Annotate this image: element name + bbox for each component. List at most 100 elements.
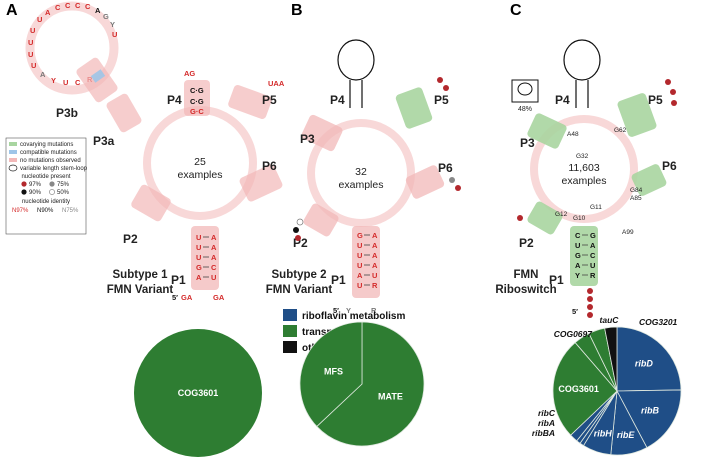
- p2-loop-dot: [517, 215, 523, 221]
- p5-loop-dot: [665, 79, 671, 85]
- pie-label: tauC: [600, 315, 620, 325]
- legend-covarying: covarying mutations: [20, 142, 73, 148]
- p4-nt: G·C: [190, 107, 204, 116]
- panel-a-count-label: examples: [178, 169, 223, 181]
- p2-loop-dot: [296, 218, 304, 226]
- pie-label: COG0697: [554, 329, 594, 339]
- p1-label: P1: [331, 273, 346, 287]
- pie-label: ribA: [538, 418, 555, 428]
- p5-stem-highlight: [617, 93, 657, 137]
- pie-slice: [299, 321, 363, 428]
- loop-nt: C: [65, 1, 71, 10]
- p1-nt-3p: R: [590, 271, 596, 280]
- panel-b-letter: B: [291, 2, 303, 19]
- pie-label: ribC: [538, 408, 556, 418]
- panel-c-caption-line2: Riboswitch: [495, 284, 556, 296]
- p1-stem-highlight: [570, 226, 598, 286]
- p6-label: P6: [262, 159, 277, 173]
- p1-stem-highlight: [352, 226, 380, 298]
- no-mutations-swatch: [9, 158, 17, 162]
- compatible-swatch: [9, 150, 17, 154]
- p1-label: P1: [171, 273, 186, 287]
- p5-loop-dot: [671, 100, 677, 106]
- pie-label: ribD: [635, 359, 654, 369]
- p3b-label: P3b: [56, 106, 78, 120]
- tail-dot: [587, 296, 593, 302]
- p1-nt-3p: C: [590, 251, 596, 260]
- loop-nt: U: [30, 26, 35, 35]
- position-label: A85: [630, 195, 642, 202]
- p2-stem-highlight: [303, 203, 339, 237]
- pie-label: ribE: [617, 430, 636, 440]
- panel-a-letter: A: [6, 2, 18, 19]
- p3-stem-highlight: [527, 113, 567, 149]
- p5-loop-dot: [437, 77, 443, 83]
- p1-nt-5p: U: [196, 253, 201, 262]
- panel-b-caption-line1: Subtype 2: [272, 269, 327, 281]
- five-prime-label: 5′: [572, 307, 578, 316]
- tail-dot: [587, 312, 593, 318]
- p3a-label: P3a: [93, 134, 115, 148]
- position-label: G11: [590, 204, 602, 211]
- p2-loop-dot: [293, 227, 299, 233]
- panel-a-count: 25: [194, 156, 206, 168]
- position-label: G12: [555, 211, 568, 218]
- p1-nt-5p: U: [357, 281, 362, 290]
- p4-label: P4: [555, 93, 570, 107]
- p5-stem-highlight: [395, 87, 433, 129]
- legend-identity-title: nucleotide identity: [22, 199, 70, 205]
- p3-loop-percent: 48%: [518, 106, 532, 113]
- pie-label: COG3601: [178, 388, 219, 398]
- p1-nt-3p: A: [372, 241, 378, 250]
- legend: covarying mutations compatible mutations…: [5, 137, 88, 235]
- p3b-compatible-pair: [90, 69, 106, 83]
- dot-97: [21, 181, 27, 187]
- position-label: G84: [630, 187, 643, 194]
- loop-nt: U: [63, 78, 68, 87]
- p1-nt-5p: U: [575, 241, 580, 250]
- pie-label: COG3601: [558, 384, 599, 394]
- pie-slice: [316, 321, 425, 447]
- p4-variable-loop: [563, 39, 601, 81]
- panel-c-caption-line1: FMN: [514, 269, 539, 281]
- pie-label: MATE: [378, 391, 403, 401]
- panel-c-letter: C: [510, 2, 522, 19]
- three-prime-seq: GA: [213, 293, 225, 302]
- dot-90: [21, 189, 27, 195]
- dot-50: [49, 189, 55, 195]
- p3b-loop-highlight: [25, 1, 119, 95]
- p2-stem-highlight: [131, 184, 171, 222]
- loop-nt: C: [85, 2, 91, 11]
- pie-label: ribBA: [532, 428, 555, 438]
- legend-variable-loop: variable length stem-loop: [20, 166, 88, 172]
- central-ring: [530, 115, 638, 223]
- three-prime-seq: R: [371, 306, 377, 315]
- position-label: G62: [614, 127, 627, 134]
- p6-stem-highlight: [405, 165, 445, 199]
- p1-nt-3p: A: [211, 233, 217, 242]
- loop-nt: A: [95, 6, 101, 15]
- five-prime-seq: GA: [181, 293, 193, 302]
- dot-75: [49, 181, 55, 187]
- p5-loop: UAA: [268, 79, 285, 88]
- p3-label: P3: [300, 132, 315, 146]
- pie-slice: [604, 326, 618, 392]
- central-ring: [307, 119, 415, 227]
- p3a-stem-highlight: [106, 93, 142, 133]
- loop-nt: A: [45, 8, 51, 17]
- p1-nt-5p: U: [357, 251, 362, 260]
- legend-id75: N75%: [62, 208, 79, 214]
- p1-nt-5p: U: [196, 233, 201, 242]
- p1-nt-5p: C: [575, 231, 581, 240]
- pie-label: ribH: [594, 428, 613, 438]
- p2-label: P2: [519, 236, 534, 250]
- loop-nt: Y: [51, 76, 56, 85]
- p6-label: P6: [438, 161, 453, 175]
- p1-nt-5p: G: [357, 231, 363, 240]
- p6-stem-highlight: [239, 164, 283, 202]
- loop-nt: U: [37, 15, 42, 24]
